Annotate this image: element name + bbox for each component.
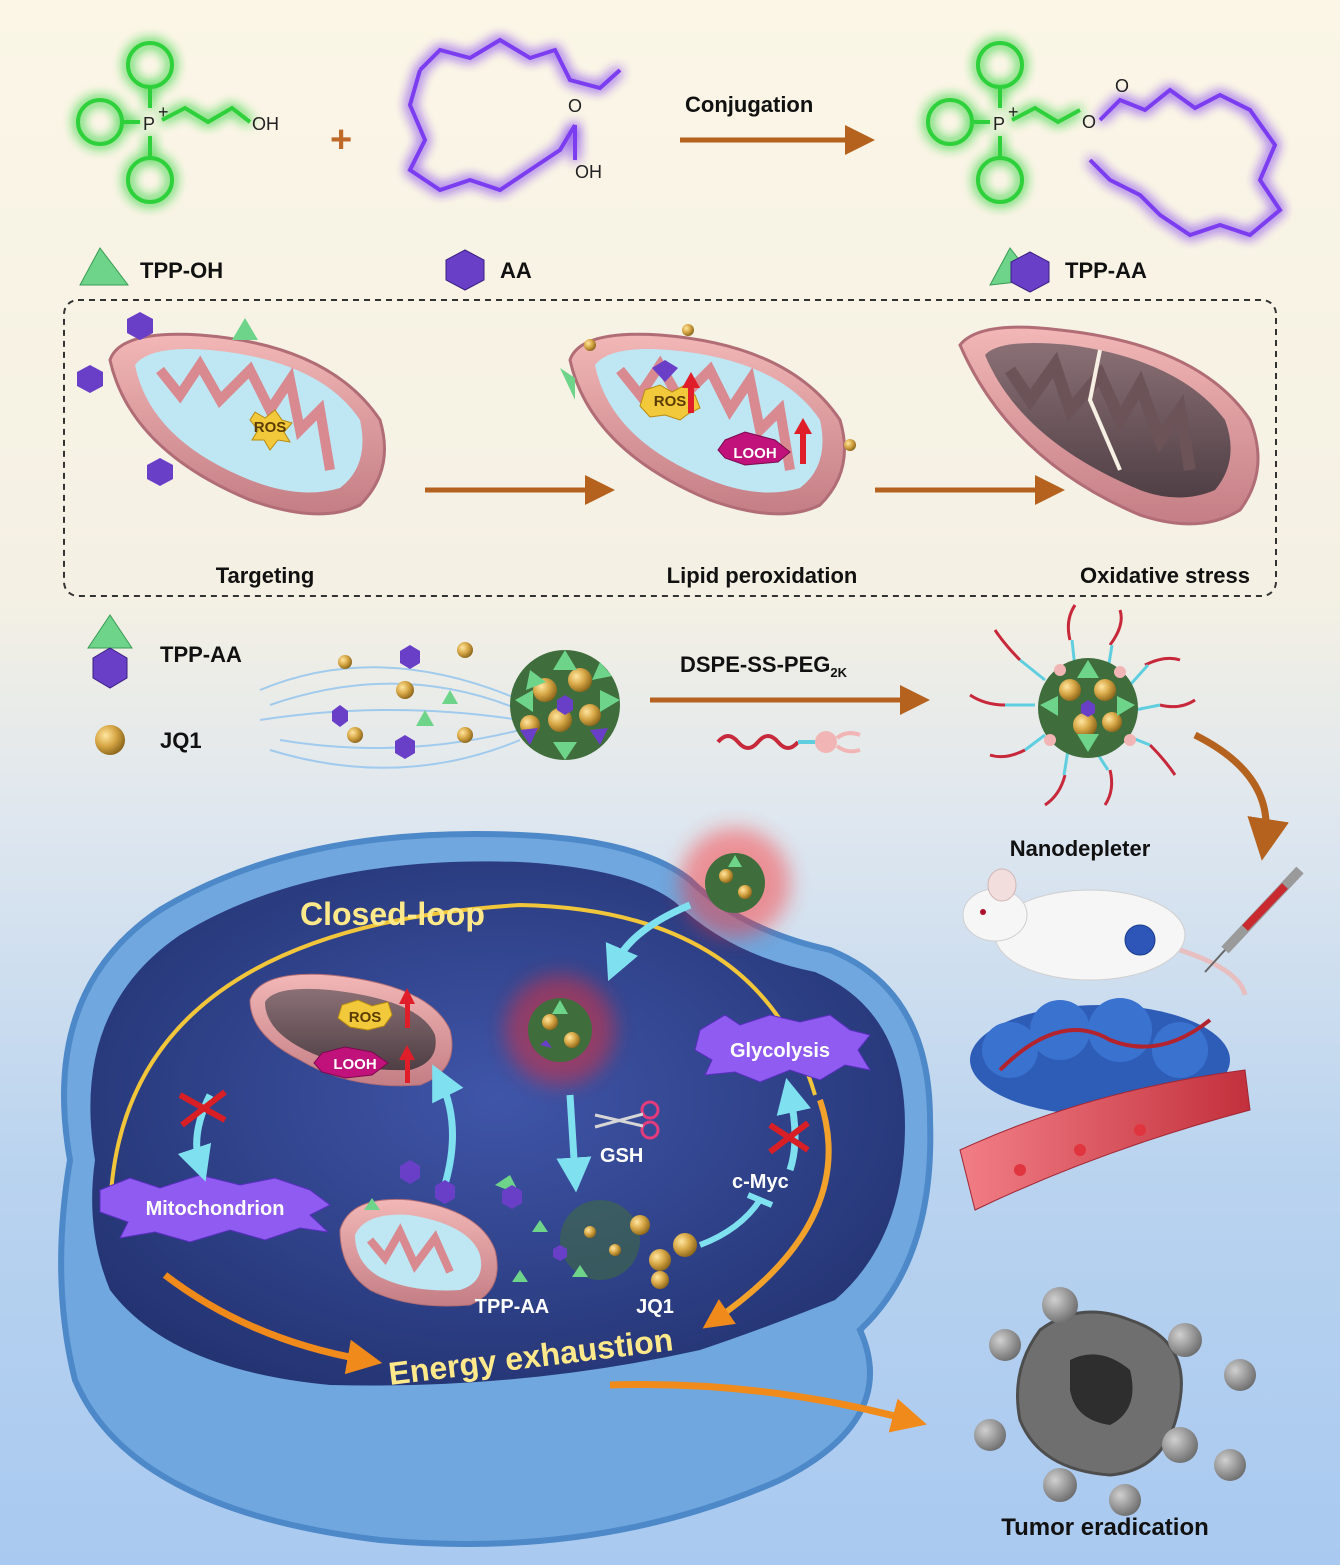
c-myc-inhibit-line (698, 1198, 763, 1248)
incoming-nanodepleter (680, 828, 790, 938)
assembly-floating-components (332, 642, 473, 759)
looh-badge: LOOH (733, 445, 776, 462)
injection-arrow (1193, 731, 1289, 861)
nanodepleter-label: Nanodepleter (1010, 836, 1151, 861)
conjugation-label: Conjugation (685, 92, 813, 117)
assembly-tpp-aa-hexagon-icon (92, 647, 128, 689)
mitochondrion-label: Mitochondrion (146, 1198, 285, 1220)
step-oxidative-stress: Oxidative stress (1080, 563, 1250, 588)
ros-badge: ROS (254, 419, 287, 436)
mitochondrion-targeting: ROS (108, 332, 386, 516)
dspe-ss-peg-molecule (716, 731, 861, 754)
cell-ros-badge: ROS (349, 1009, 382, 1026)
acid-oh: OH (575, 162, 602, 182)
glycolysis-to-energy-arrow (702, 1099, 832, 1329)
carbonyl-o: O (568, 96, 582, 116)
reagent-label: DSPE-SS-PEG2K (680, 652, 848, 680)
tpp-aa-charge: + (1008, 102, 1019, 122)
self-assembly-streams (259, 666, 521, 769)
closed-loop-path (108, 902, 817, 1216)
step-targeting: Targeting (216, 563, 315, 588)
c-myc-label: c-Myc (732, 1171, 789, 1193)
internalized-nanodepleter (505, 975, 615, 1085)
targeting-particles (77, 312, 258, 486)
tpp-aa-hexagon-icon (1010, 251, 1050, 293)
legend-tpp-aa: TPP-AA (1065, 258, 1147, 283)
tpp-oh-structure (76, 41, 252, 204)
damaged-mitochondrion-in-cell: ROS LOOH (249, 973, 453, 1087)
closed-loop-label: Closed-loop (300, 896, 485, 932)
arachidonic-acid-structure (407, 37, 622, 193)
assembly-tpp-aa-triangle-icon (87, 614, 133, 649)
tumor-eradication-label: Tumor eradication (1001, 1514, 1209, 1541)
to-eradication-arrow (609, 1380, 927, 1433)
legend-tpp-oh: TPP-OH (140, 258, 223, 283)
mito-inhibited-arrow (177, 1093, 214, 1182)
plus-sign: + (330, 119, 352, 161)
hydroxyl-label: OH (252, 114, 279, 134)
mitochondrion-peroxidation: ROS LOOH (560, 324, 856, 516)
glycolysis-burst: Glycolysis (694, 1014, 872, 1083)
reagent-subscript: 2K (830, 665, 847, 680)
step-lipid-peroxidation: Lipid peroxidation (667, 563, 858, 588)
phenyl-ring (126, 41, 174, 89)
phosphorus-atom: P (143, 114, 155, 134)
ester-o: O (1082, 112, 1096, 132)
mitochondrion-damaged (958, 325, 1260, 526)
dead-tumor-cell (974, 1287, 1256, 1516)
aa-hexagon-icon (445, 249, 485, 291)
c-myc-inhibit-bar (746, 1192, 774, 1208)
jq1-cell-label: JQ1 (636, 1296, 674, 1318)
tpp-aa-cell-label: TPP-AA (475, 1296, 549, 1318)
uptake-arrow (605, 901, 692, 982)
released-mitochondrion (339, 1160, 498, 1307)
nanodepleter-particle (969, 604, 1196, 807)
gsh-cleavage-arrow (556, 1094, 592, 1193)
tumor-tissue (959, 998, 1251, 1211)
tpp-aa-phosphorus: P (993, 114, 1005, 134)
jq1-ball-icon (95, 725, 125, 755)
ester-carbonyl-o: O (1115, 76, 1129, 96)
glycolysis-label: Glycolysis (730, 1040, 830, 1062)
block-x-icon-2 (768, 1120, 810, 1155)
block-x-icon (178, 1089, 227, 1128)
tpp-aa-structure (926, 41, 1283, 238)
phenyl-ring (126, 156, 174, 204)
tpp-aa-jq1-core-particle (510, 650, 620, 760)
syringe-icon (1204, 866, 1304, 973)
disassembled-particle (495, 1175, 697, 1289)
ros-badge-2: ROS (654, 393, 687, 410)
tpp-oh-triangle-icon (79, 247, 130, 286)
assembly-legend-jq1: JQ1 (160, 728, 202, 753)
gsh-label: GSH (600, 1145, 643, 1167)
cell-looh-badge: LOOH (333, 1056, 376, 1073)
charge-plus: + (158, 102, 169, 122)
scissors-icon (594, 1100, 660, 1140)
phenyl-ring (76, 98, 124, 146)
mito-to-energy-arrow (162, 1272, 383, 1375)
reagent-name: DSPE-SS-PEG (680, 652, 830, 677)
mouse-illustration (962, 868, 1248, 996)
legend-aa: AA (500, 258, 532, 283)
assembly-legend-tpp-aa: TPP-AA (160, 642, 242, 667)
